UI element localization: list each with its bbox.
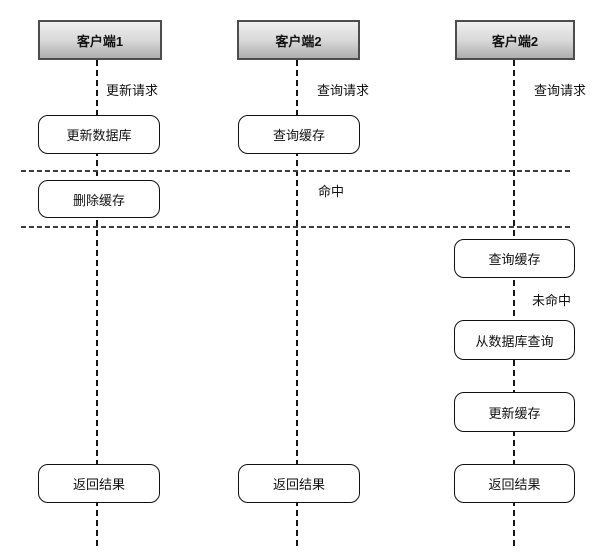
node-return-result-3: 返回结果: [454, 464, 575, 503]
node-return-result-2: 返回结果: [238, 464, 360, 503]
node-query-cache-a: 查询缓存: [238, 115, 360, 154]
message-label-update-request: 更新请求: [106, 83, 159, 98]
node-query-database: 从数据库查询: [454, 320, 575, 360]
actor-client1: 客户端1: [38, 20, 162, 60]
message-label-cache-hit: 命中: [318, 184, 345, 199]
actor-client2-a: 客户端2: [237, 20, 360, 60]
lifeline-client1: [96, 60, 98, 546]
separator-line-1: [21, 170, 573, 172]
node-query-cache-b: 查询缓存: [454, 239, 575, 278]
actor-client2-b: 客户端2: [455, 20, 575, 60]
message-label-cache-miss: 未命中: [532, 293, 572, 308]
lifeline-client2-b: [513, 60, 515, 546]
message-label-query-request-b: 查询请求: [534, 83, 587, 98]
message-label-query-request-a: 查询请求: [317, 83, 370, 98]
node-update-database: 更新数据库: [38, 115, 160, 154]
node-delete-cache: 删除缓存: [38, 180, 160, 218]
node-update-cache: 更新缓存: [454, 392, 575, 432]
separator-line-2: [21, 226, 573, 228]
node-return-result-1: 返回结果: [38, 464, 160, 503]
lifeline-client2-a: [296, 60, 298, 546]
